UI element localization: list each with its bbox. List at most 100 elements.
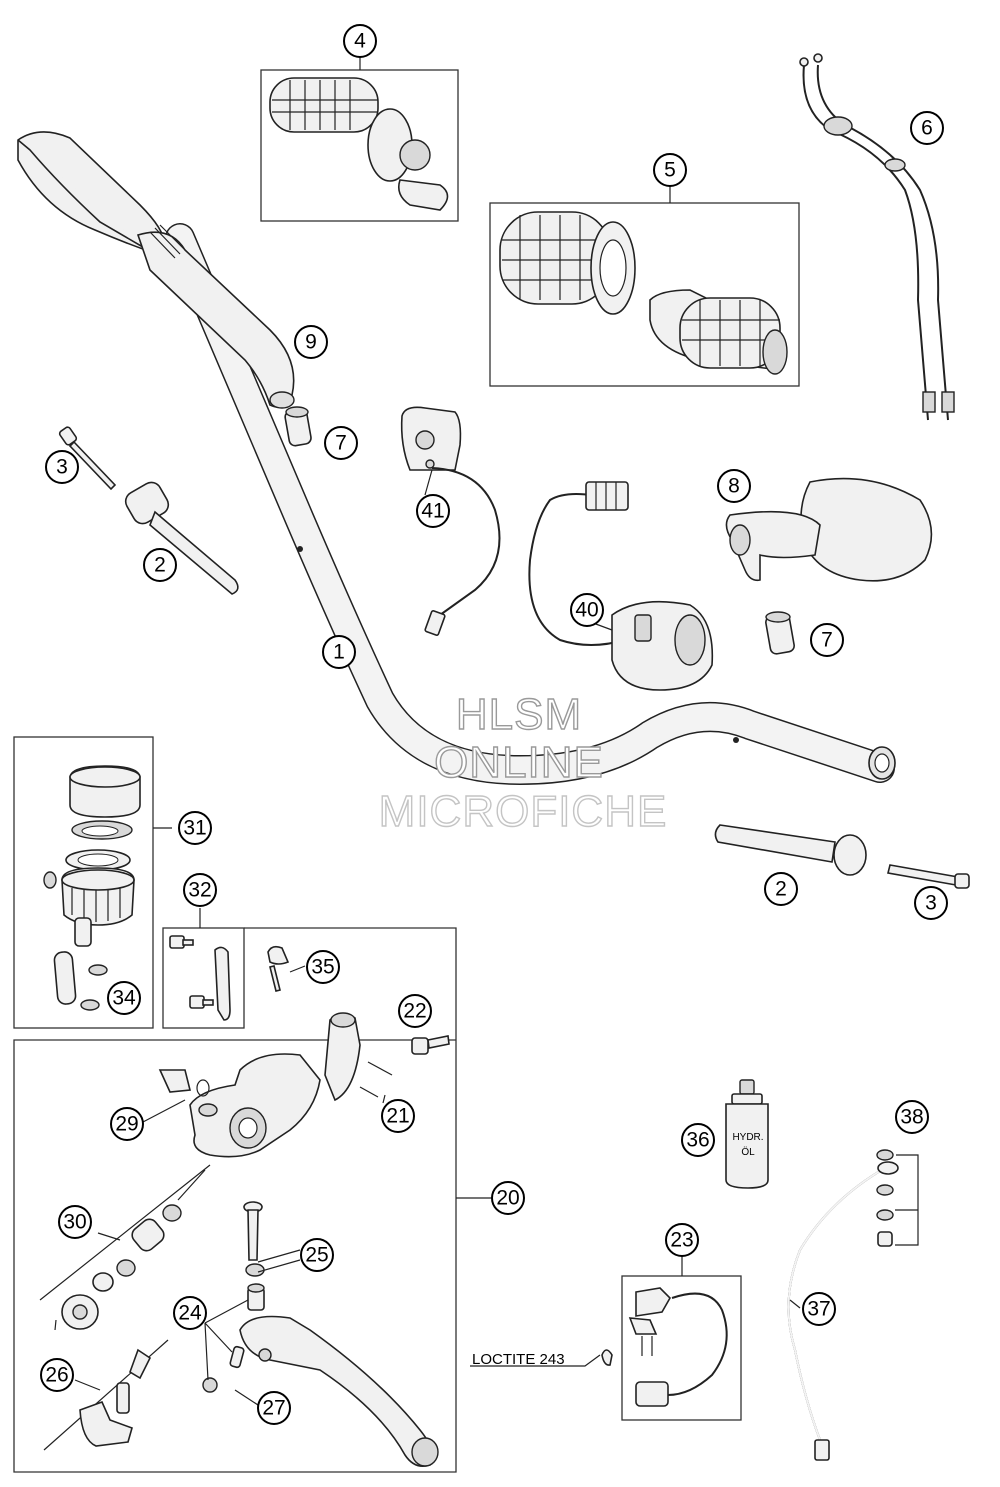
adjuster	[43, 1339, 169, 1451]
svg-text:40: 40	[575, 599, 598, 622]
svg-text:38: 38	[900, 1106, 923, 1129]
callout-20: 20	[491, 1181, 525, 1215]
callout-8: 8	[717, 469, 751, 503]
svg-text:41: 41	[421, 500, 444, 523]
brake-hose	[787, 1149, 919, 1461]
bracket	[169, 935, 231, 1021]
callout-7-bottom: 7	[810, 623, 844, 657]
callout-3-right: 3	[914, 886, 948, 920]
nut-right	[765, 611, 795, 655]
callout-3-left: 3	[45, 450, 79, 484]
callout-6: 6	[910, 111, 944, 145]
svg-text:34: 34	[112, 987, 136, 1010]
svg-text:3: 3	[56, 456, 68, 479]
svg-text:30: 30	[63, 1211, 86, 1234]
callout-5: 5	[653, 153, 687, 187]
svg-text:3: 3	[925, 892, 937, 915]
svg-text:7: 7	[821, 629, 833, 652]
loctite-note: LOCTITE 243	[472, 1351, 565, 1368]
callout-36: 36	[681, 1123, 715, 1157]
callout-22: 22	[398, 994, 432, 1028]
svg-text:5: 5	[664, 159, 676, 182]
mirror-right	[725, 477, 933, 582]
master-cylinder	[158, 1012, 393, 1158]
svg-text:35: 35	[311, 956, 334, 979]
callout-24: 24	[173, 1296, 207, 1330]
watermark-line2: ONLINE	[434, 738, 604, 787]
brake-lever	[239, 1315, 439, 1468]
svg-text:27: 27	[262, 1397, 285, 1420]
svg-text:7: 7	[335, 432, 347, 455]
svg-text:29: 29	[115, 1113, 138, 1136]
callout-23: 23	[665, 1223, 699, 1257]
callout-21: 21	[381, 1099, 415, 1133]
svg-text:2: 2	[775, 878, 787, 901]
svg-text:36: 36	[686, 1129, 709, 1152]
svg-text:37: 37	[807, 1298, 830, 1321]
hydraulic-oil-bottle: HYDR. ÖL	[725, 1079, 769, 1189]
piston-kit	[39, 1164, 211, 1331]
svg-text:8: 8	[728, 475, 740, 498]
callout-32: 32	[183, 873, 217, 907]
bolt-22	[411, 1035, 450, 1055]
switch-40	[528, 481, 714, 691]
leader-lines	[74, 57, 801, 1406]
bushing	[202, 1283, 265, 1393]
svg-text:4: 4	[354, 30, 366, 53]
svg-text:23: 23	[670, 1229, 693, 1252]
bottle-label-line2: ÖL	[741, 1146, 755, 1158]
bottle-label-line1: HYDR.	[732, 1132, 763, 1143]
throttle-cables	[799, 53, 955, 421]
nut-left	[284, 406, 312, 447]
callout-40: 40	[570, 593, 604, 627]
bolt-right	[887, 864, 970, 889]
bolt-left	[58, 426, 117, 491]
callout-9: 9	[294, 325, 328, 359]
lever-bolt	[243, 1201, 265, 1277]
svg-text:20: 20	[496, 1187, 519, 1210]
box-bracket	[162, 927, 245, 1029]
callout-35: 35	[306, 950, 340, 984]
mirror-left	[17, 131, 295, 409]
svg-text:24: 24	[178, 1302, 202, 1325]
svg-text:25: 25	[305, 1244, 328, 1267]
svg-text:1: 1	[333, 641, 345, 664]
bar-end-left	[124, 481, 239, 595]
callout-7-top: 7	[324, 426, 358, 460]
box-master-cylinder	[13, 927, 457, 1473]
callout-4: 4	[343, 24, 377, 58]
svg-text:22: 22	[403, 1000, 426, 1023]
svg-text:6: 6	[921, 117, 933, 140]
watermark-line1: HLSM	[456, 690, 582, 739]
grips	[499, 211, 788, 375]
svg-text:32: 32	[188, 879, 211, 902]
callout-26: 26	[40, 1358, 74, 1392]
callout-41: 41	[416, 494, 450, 528]
watermark-line3: MICROFICHE	[379, 787, 668, 836]
reservoir	[43, 765, 141, 1011]
callout-27: 27	[257, 1391, 291, 1425]
box-reservoir	[13, 736, 154, 1029]
callout-31: 31	[178, 811, 212, 845]
svg-text:31: 31	[183, 817, 206, 840]
callout-2-right: 2	[764, 872, 798, 906]
throttle-grip	[269, 77, 449, 211]
callout-29: 29	[110, 1107, 144, 1141]
callout-1: 1	[322, 635, 356, 669]
svg-text:2: 2	[154, 554, 166, 577]
switch-41	[400, 406, 501, 636]
callout-37: 37	[802, 1292, 836, 1326]
bleed-screw	[267, 945, 290, 992]
callout-25: 25	[300, 1238, 334, 1272]
callout-38: 38	[895, 1100, 929, 1134]
handlebar	[165, 223, 896, 786]
svg-text:26: 26	[45, 1364, 68, 1387]
svg-text:21: 21	[386, 1105, 409, 1128]
bar-end-right	[714, 824, 867, 876]
svg-text:9: 9	[305, 331, 317, 354]
watermark: HLSM ONLINE MICROFICHE	[378, 689, 668, 836]
callout-30: 30	[58, 1205, 92, 1239]
pressure-switch	[601, 1287, 728, 1407]
callout-2-left: 2	[143, 548, 177, 582]
